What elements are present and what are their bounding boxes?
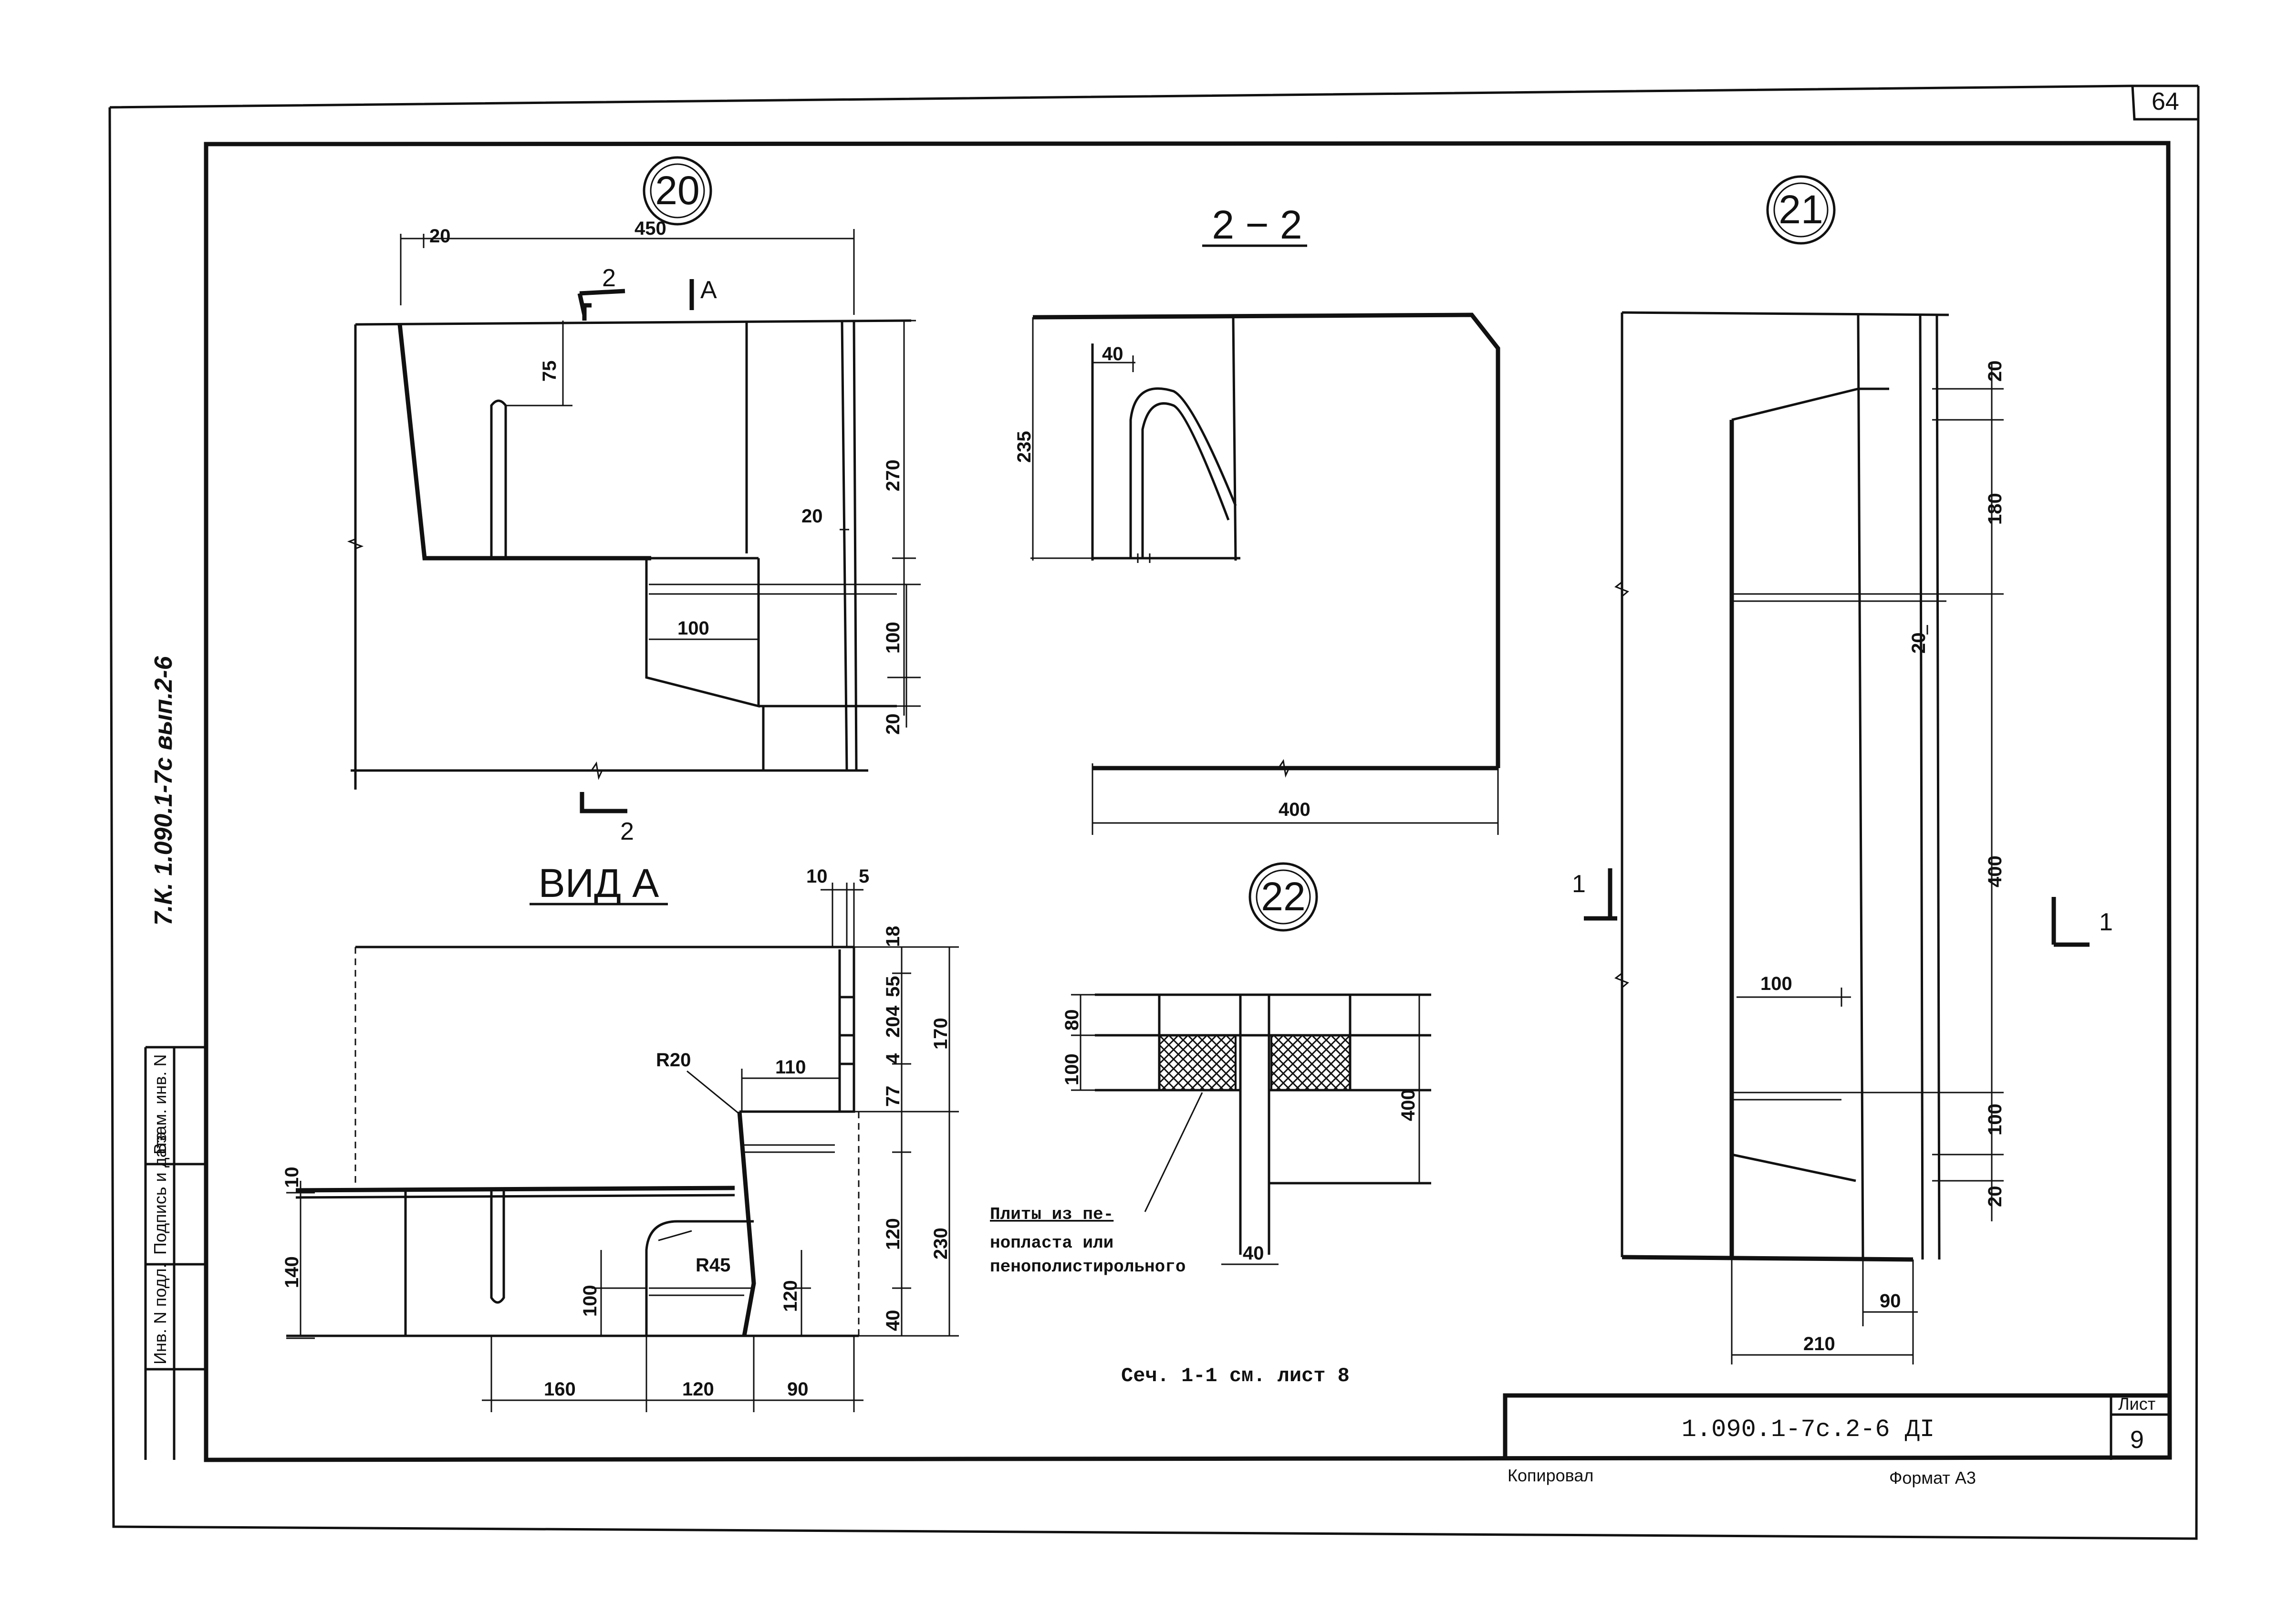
stamp-original-inv: Инв. N подл. xyxy=(150,1263,170,1364)
sheet-number-top: 64 xyxy=(2152,88,2179,115)
dim-d400a: 400 xyxy=(1279,799,1310,820)
dim-d20a: 20 xyxy=(429,226,451,247)
detail-marker-20-label: 20 xyxy=(655,168,699,213)
dim-d20g: 20 xyxy=(1985,1186,2006,1208)
dim-d100e: 100 xyxy=(1760,973,1792,994)
dim-d20f: 20 xyxy=(1908,633,1929,654)
dim-d400c: 400 xyxy=(1985,855,2006,887)
dim-d4b: 4 xyxy=(883,1053,904,1064)
dim-d210: 210 xyxy=(1803,1333,1835,1354)
dim-d180: 180 xyxy=(1985,493,2006,525)
note-plates-line-1: Плиты из пе- xyxy=(990,1205,1113,1224)
dim-d170: 170 xyxy=(930,1018,951,1050)
footer-format: Формат А3 xyxy=(1889,1468,1976,1488)
detail-22-drawing xyxy=(1071,993,1431,1265)
title-block-sheet-label: Лист xyxy=(2118,1394,2155,1414)
dim-d80: 80 xyxy=(1061,1010,1082,1031)
title-block-code: 1.090.1-7с.2-6 ДI xyxy=(1682,1416,1935,1444)
detail-marker-22-label: 22 xyxy=(1261,874,1305,919)
dim-d75: 75 xyxy=(539,361,560,382)
dim-d235: 235 xyxy=(1014,431,1035,463)
view-title: ВИД А xyxy=(539,861,659,906)
dim-d77: 77 xyxy=(883,1086,904,1107)
dim-d10: 10 xyxy=(806,866,828,887)
cut-2-bottom-label: 2 xyxy=(620,818,634,845)
dim-d100f: 100 xyxy=(1985,1103,2006,1135)
dim-d20b: 20 xyxy=(801,506,823,527)
dim-r45: R45 xyxy=(696,1255,730,1276)
dim-d400b: 400 xyxy=(1398,1089,1419,1121)
title-block-sheet-number: 9 xyxy=(2130,1426,2144,1454)
detail-21-drawing xyxy=(1584,311,2090,1364)
dim-d230: 230 xyxy=(930,1228,951,1260)
dim-d40c: 40 xyxy=(1243,1243,1264,1264)
note-plates-line-2: нопласта или xyxy=(990,1233,1113,1253)
footer-copied: Копировал xyxy=(1508,1466,1593,1485)
dim-d100d: 100 xyxy=(1061,1053,1082,1085)
dim-d20e: 20 xyxy=(1985,361,2006,382)
side-code: 7.К. 1.090.1-7с вып.2-6 xyxy=(150,656,177,926)
dim-d40b: 40 xyxy=(883,1310,904,1332)
detail-marker-22 xyxy=(1248,862,1318,932)
dim-d18: 18 xyxy=(883,926,904,947)
detail-20-drawing xyxy=(347,229,921,813)
note-section: Сеч. 1-1 см. лист 8 xyxy=(1121,1364,1350,1387)
dim-d90b: 90 xyxy=(1880,1291,1901,1312)
side-stamp xyxy=(144,1046,206,1460)
dim-d110: 110 xyxy=(775,1057,806,1078)
dim-d4a: 4 xyxy=(883,1005,904,1016)
cut-1-left-label: 1 xyxy=(1572,870,1586,898)
detail-marker-20 xyxy=(643,156,712,226)
dim-d120b: 120 xyxy=(883,1218,904,1250)
cut-2-top-label: 2 xyxy=(602,264,616,292)
dim-d160: 160 xyxy=(544,1379,576,1400)
dim-d55: 55 xyxy=(883,976,904,998)
dim-d40a: 40 xyxy=(1102,344,1123,364)
dim-d140: 140 xyxy=(281,1256,302,1288)
dim-d450: 450 xyxy=(634,218,666,239)
view-a-drawing xyxy=(286,883,959,1412)
sheet-frame xyxy=(108,84,2200,1540)
title-block xyxy=(1503,1393,2170,1460)
dim-r20: R20 xyxy=(656,1050,691,1071)
section-title: 2 − 2 xyxy=(1212,202,1302,247)
dim-d120a: 120 xyxy=(780,1280,801,1312)
arrow-a-label: А xyxy=(700,276,717,304)
dim-d100c: 100 xyxy=(580,1285,601,1317)
cut-1-right-label: 1 xyxy=(2099,908,2113,936)
dim-d5: 5 xyxy=(859,866,869,887)
dim-d90a: 90 xyxy=(787,1379,809,1400)
dim-d270: 270 xyxy=(883,459,904,491)
detail-marker-21 xyxy=(1766,175,1836,245)
note-plates-line-3: пенополистирольного xyxy=(990,1257,1186,1277)
stamp-signature-date: Подпись и дата xyxy=(150,1131,170,1255)
dim-d100b: 100 xyxy=(883,622,904,654)
dim-d20d: 20 xyxy=(883,1017,904,1038)
section-2-2-drawing xyxy=(1030,312,1500,835)
dim-d20c: 20 xyxy=(883,714,904,735)
inner-frame xyxy=(204,141,2172,1462)
dim-d120c: 120 xyxy=(682,1379,714,1400)
detail-marker-21-label: 21 xyxy=(1778,187,1823,232)
dim-d100a: 100 xyxy=(677,618,709,639)
stamp-replace-inv: Взам. инв. N xyxy=(150,1054,170,1155)
dim-d10b: 10 xyxy=(281,1167,302,1188)
